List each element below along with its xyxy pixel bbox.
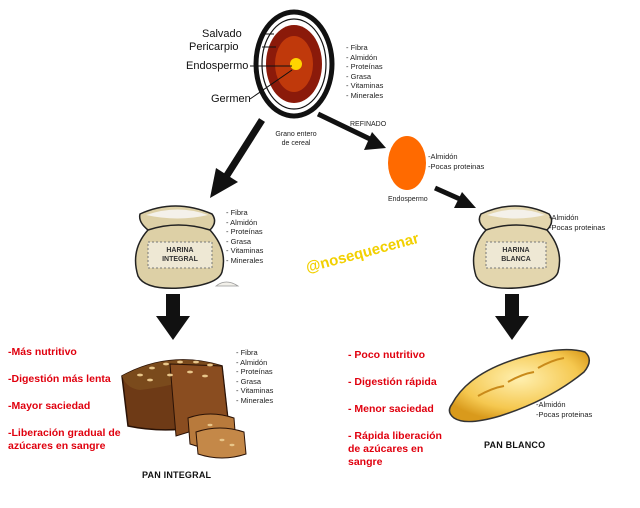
whole-bread-benefit: -Digestión más lenta [8,373,111,385]
baguette-icon [448,348,590,423]
white-bread-drawback: - Menor saciedad [348,403,434,415]
whole-bread-nutrient-item: - Vitaminas [236,386,274,395]
whole-bread-caption: PAN INTEGRAL [142,470,212,480]
refining-label: REFINADO [350,121,387,128]
white-flour-sack-icon [472,205,561,289]
whole-flour-sack-label: HARINA INTEGRAL [162,247,198,263]
endosperm-nutrient-item: -Almidón [428,152,458,161]
whole-flour-sack-icon [134,205,240,289]
whole-bread-nutrient-list: - Fibra - Almidón - Proteínas - Grasa - … [236,348,273,405]
grain-nutrient-item: - Proteínas [346,62,383,71]
grain-nutrient-item: - Vitaminas [346,81,384,90]
white-bread-nutrient-list: -Almidón -Pocas proteinas [536,400,592,419]
white-flour-nutrient-list: -Almidón -Pocas proteinas [549,213,605,232]
white-bread-drawback: - Poco nutritivo [348,349,425,361]
whole-bread-nutrient-item: - Grasa [236,376,262,386]
whole-bread-nutrient-item: - Almidón [236,357,268,367]
whole-flour-nutrient-item: - Minerales [226,255,264,265]
arrow-whole-flour-to-bread [156,294,190,340]
arrow-white-flour-to-bread [495,294,529,340]
endosperm-icon [388,136,426,190]
whole-flour-nutrient-item: - Fibra [226,208,248,217]
endosperm-nutrient-item: -Pocas proteinas [428,161,485,171]
white-flour-nutrient-item: -Almidón [549,213,579,222]
white-bread-caption: PAN BLANCO [484,440,546,450]
grain-nutrient-item: - Minerales [346,90,384,100]
whole-flour-nutrient-item: - Vitaminas [226,246,264,255]
white-flour-sack-label: HARINA BLANCA [501,247,531,263]
white-bread-drawback: - Rápida liberación de azúcares en sangr… [348,430,442,468]
label-salvado: Salvado [202,28,242,40]
white-bread-nutrient-item: -Almidón [536,400,566,409]
grain-nutrient-item: - Almidón [346,52,378,62]
cereal-grain-icon [253,9,335,119]
grain-nutrient-item: - Grasa [346,71,372,81]
whole-bread-nutrient-item: - Minerales [236,395,274,405]
arrow-to-white-flour [433,185,476,208]
whole-bread-nutrient-item: - Fibra [236,348,258,357]
white-flour-nutrient-item: -Pocas proteinas [549,222,606,232]
grain-label-pointers [249,33,293,100]
arrow-refining [316,111,386,150]
whole-flour-nutrient-item: - Proteínas [226,227,263,236]
grain-caption: Grano entero de cereal [275,131,317,147]
whole-grain-bread-icon [121,359,247,459]
endosperm-caption: Endospermo [388,196,428,203]
label-endospermo: Endospermo [186,60,249,72]
white-bread-drawback: - Digestión rápida [348,376,437,388]
label-germen: Germen [211,93,251,105]
whole-bread-benefit: -Mayor saciedad [8,400,91,412]
whole-bread-benefit: -Liberación gradual de azúcares en sangr… [8,427,121,452]
whole-flour-nutrient-item: - Grasa [226,236,252,246]
whole-flour-nutrient-list: - Fibra - Almidón - Proteínas - Grasa - … [226,208,263,265]
arrow-to-whole-flour [210,118,265,198]
endosperm-nutrient-list: -Almidón -Pocas proteinas [428,152,484,171]
grain-nutrient-list: - Fibra - Almidón - Proteínas - Grasa - … [346,43,383,100]
label-pericarpio: Pericarpio [189,41,239,53]
whole-flour-nutrient-item: - Almidón [226,217,258,227]
white-bread-nutrient-item: -Pocas proteinas [536,409,593,419]
grain-nutrient-item: - Fibra [346,43,368,52]
whole-bread-nutrient-item: - Proteínas [236,367,273,376]
whole-bread-benefit: -Más nutritivo [8,346,77,358]
